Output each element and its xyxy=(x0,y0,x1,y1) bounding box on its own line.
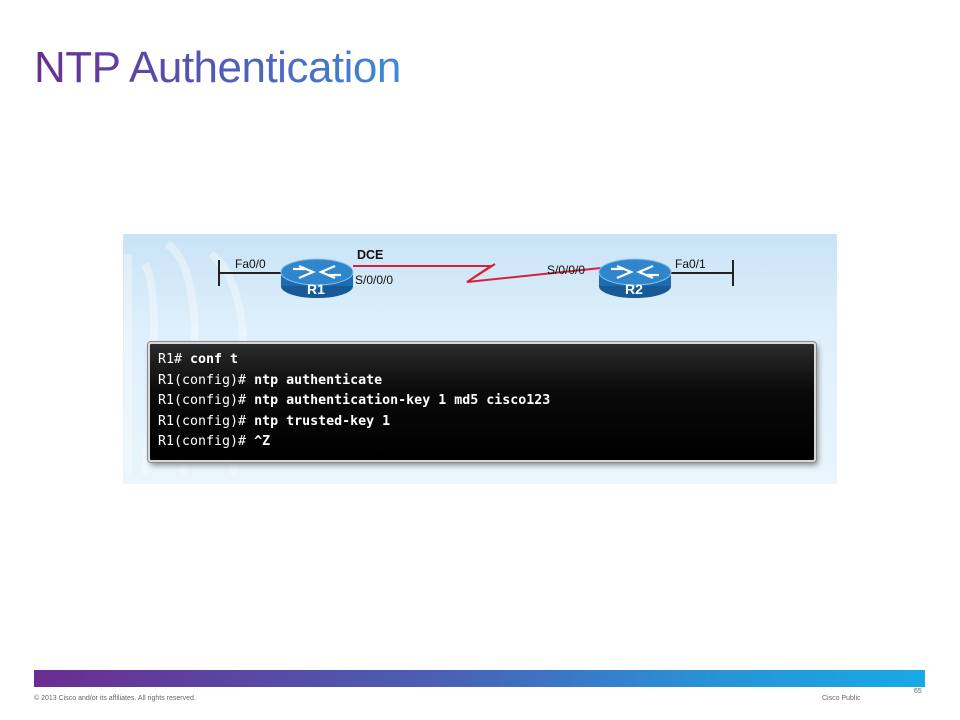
network-topology: R1 R2 Fa0/0 DCE S/0/0/0 S/0/0/0 Fa0/1 xyxy=(218,248,734,298)
cli-prompt: R1(config)# xyxy=(158,413,255,429)
r2-lan-interface-label: Fa0/1 xyxy=(675,257,706,271)
cli-terminal: R1# conf t R1(config)# ntp authenticate … xyxy=(148,342,816,462)
serial-link xyxy=(353,263,602,283)
slide-title: NTP Authentication xyxy=(34,43,401,92)
cli-line: R1(config)# ^Z xyxy=(158,432,814,453)
dce-label: DCE xyxy=(357,248,383,262)
topology-figure: R1 R2 Fa0/0 DCE S/0/0/0 S/0/0/0 Fa0/1 R1… xyxy=(123,234,837,484)
r1-lan-link xyxy=(218,260,283,286)
cli-prompt: R1(config)# xyxy=(158,372,255,388)
cli-command: conf t xyxy=(190,352,239,367)
cli-prompt: R1# xyxy=(158,352,191,367)
r2-lan-link xyxy=(671,260,734,286)
classification-label: Cisco Public xyxy=(822,695,861,702)
cli-command: ntp trusted-key 1 xyxy=(254,413,391,429)
r1-serial-interface-label: S/0/0/0 xyxy=(355,273,393,287)
cli-command: ^Z xyxy=(254,434,271,449)
router-r1 xyxy=(280,258,354,298)
cli-line: R1(config)# ntp authenticate xyxy=(158,371,814,392)
r2-serial-interface-label: S/0/0/0 xyxy=(547,263,585,277)
cli-command: ntp authenticate xyxy=(254,372,383,388)
cli-prompt: R1(config)# xyxy=(158,434,255,449)
r1-lan-interface-label: Fa0/0 xyxy=(235,257,266,271)
router-r2 xyxy=(598,258,672,298)
cli-line: R1# conf t xyxy=(158,350,814,371)
copyright-notice: © 2013 Cisco and/or its affiliates. All … xyxy=(34,695,196,702)
r1-name-label: R1 xyxy=(307,281,325,297)
router-arrows-icon xyxy=(611,264,659,280)
router-arrows-icon xyxy=(293,264,341,280)
cli-line: R1(config)# ntp trusted-key 1 xyxy=(158,412,814,433)
page-number: 65 xyxy=(914,688,922,695)
footer-gradient-bar xyxy=(34,670,925,687)
cli-command: ntp authentication-key 1 md5 cisco123 xyxy=(254,393,551,408)
r2-name-label: R2 xyxy=(625,281,643,297)
cli-line: R1(config)# ntp authentication-key 1 md5… xyxy=(158,391,814,412)
cli-prompt: R1(config)# xyxy=(158,393,255,408)
